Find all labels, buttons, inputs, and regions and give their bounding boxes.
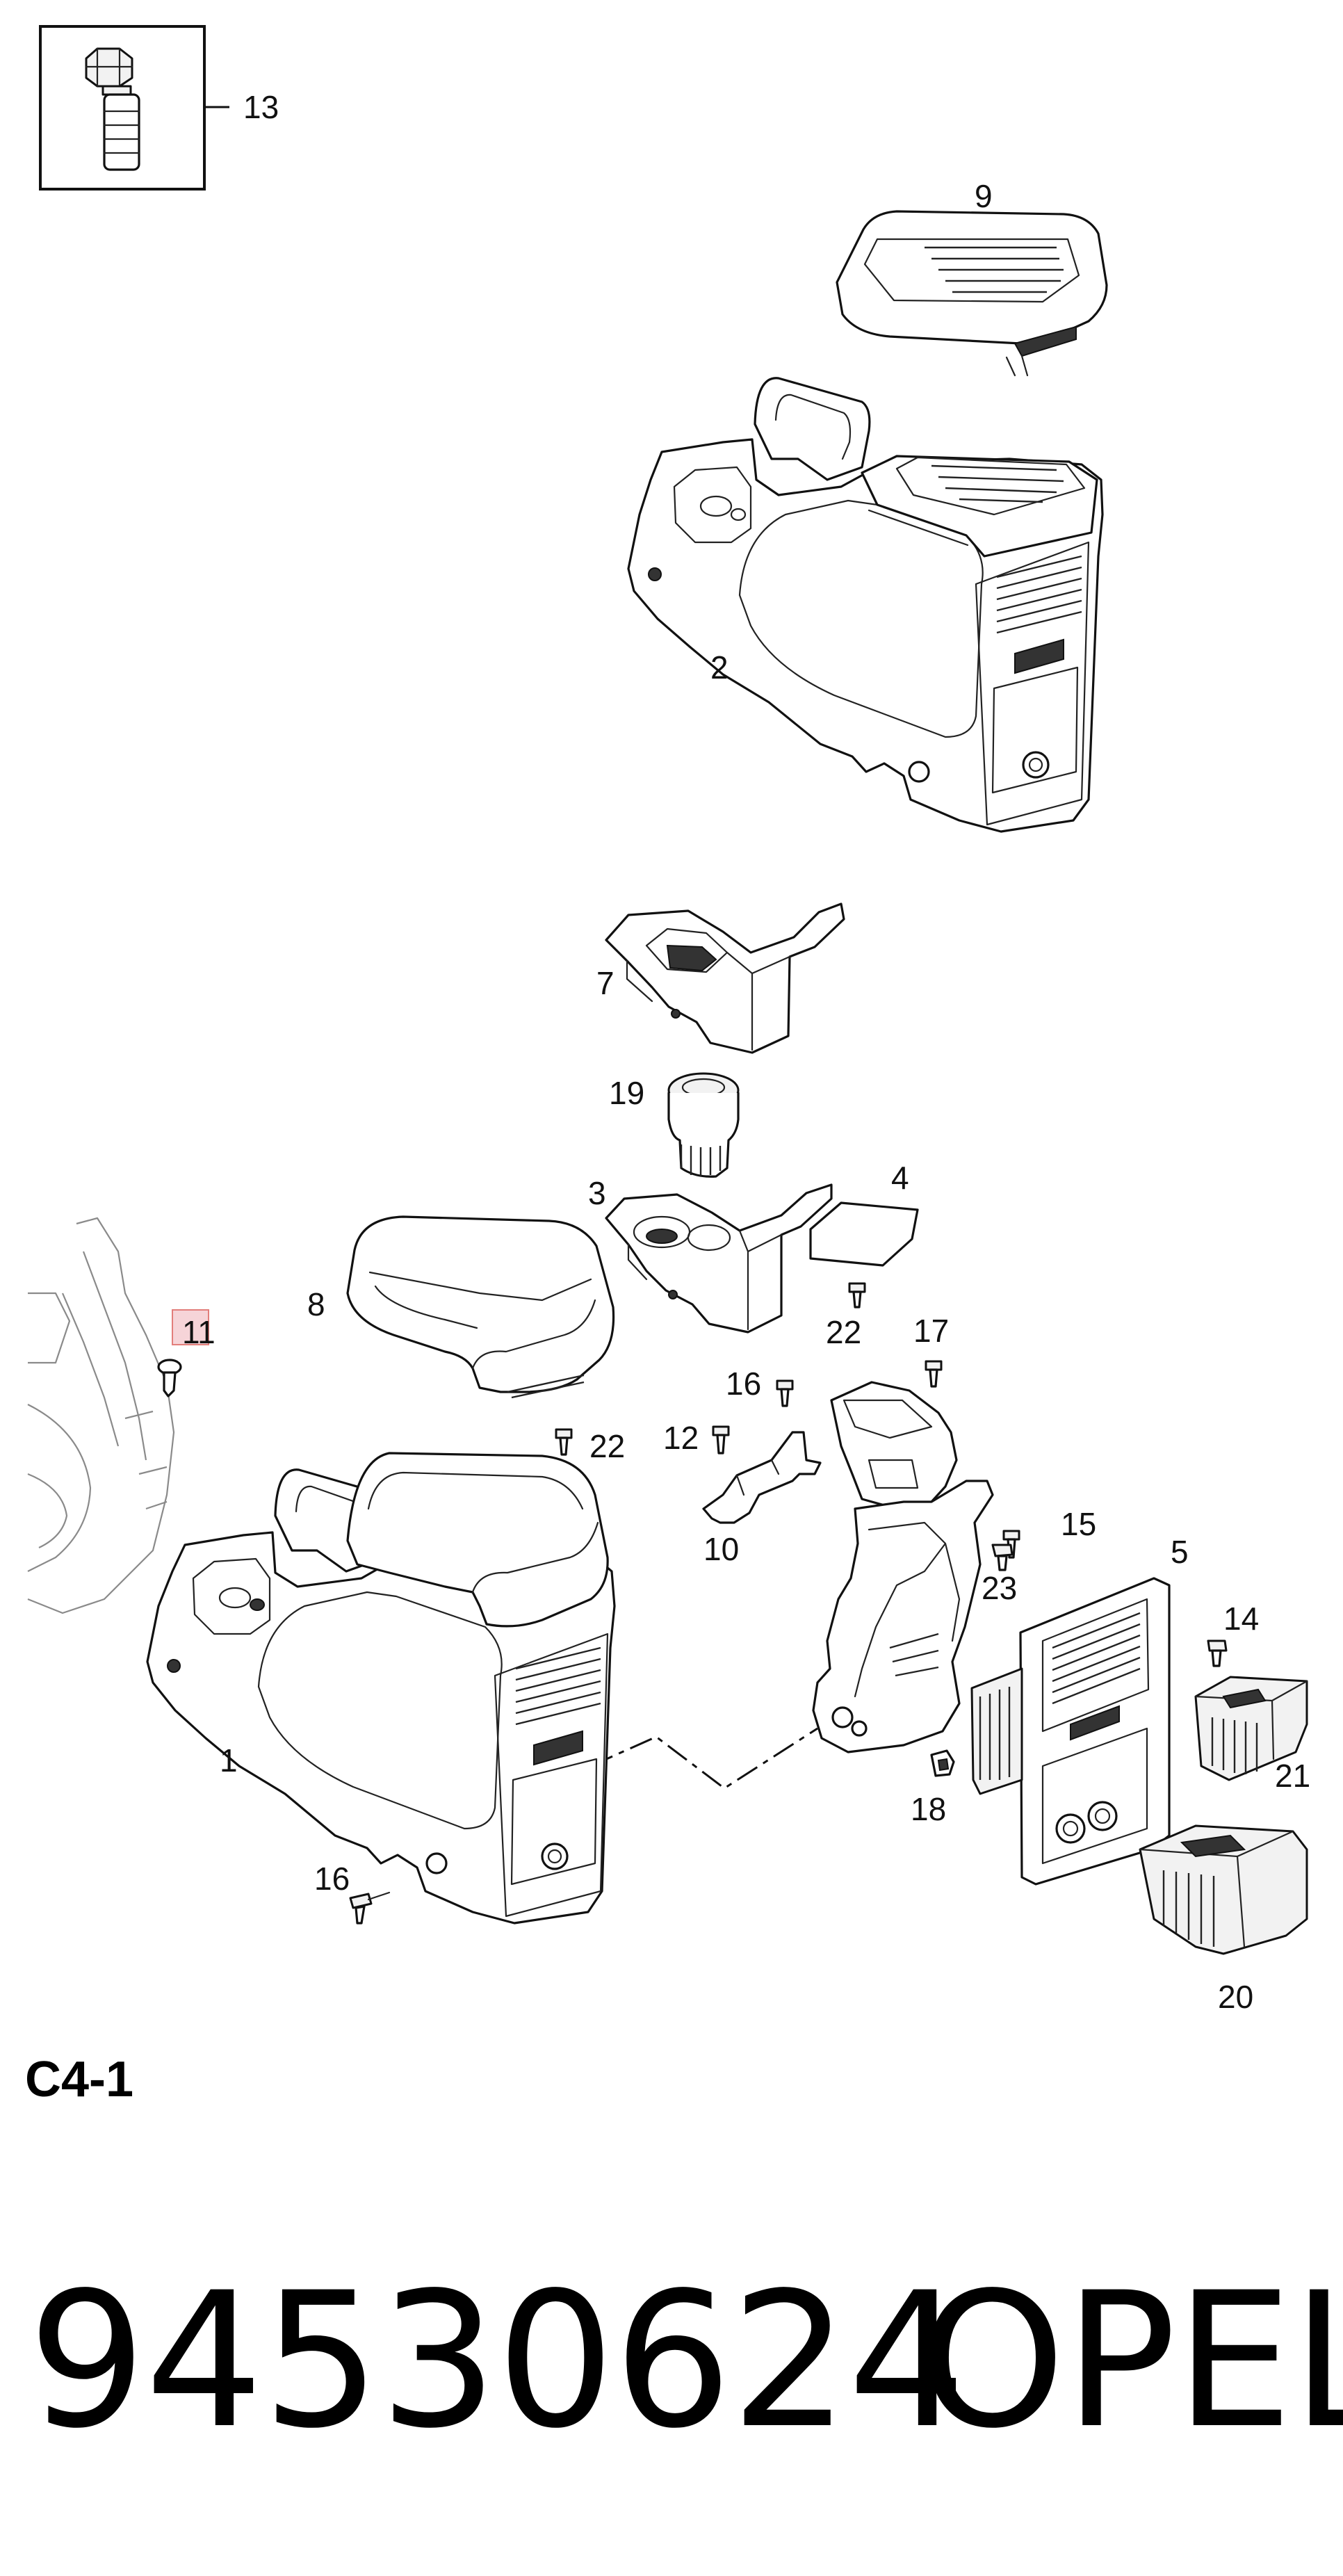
callout-5: 5 [1171, 1534, 1189, 1570]
callout-21: 21 [1275, 1758, 1310, 1794]
callout-14: 14 [1223, 1601, 1259, 1637]
callout-16-lower: 16 [314, 1861, 350, 1897]
console-assembly-1: 1 [146, 1452, 616, 1925]
screw-14: 14 [1207, 1601, 1259, 1667]
floor-panel-outline [27, 1217, 175, 1614]
support-frame [812, 1381, 994, 1753]
callout-23: 23 [982, 1570, 1017, 1606]
callout-3: 3 [588, 1175, 606, 1211]
vent-module [970, 1667, 1023, 1795]
brand-name: OPEL [919, 2253, 1343, 2470]
callout-12: 12 [663, 1420, 699, 1456]
screw-16-lower: 16 [314, 1861, 391, 1925]
clip-18: 18 [911, 1749, 955, 1827]
cupholder-tray-3: 3 [588, 1175, 833, 1334]
console-assembly-2: 2 [627, 377, 1104, 833]
screw-17: 17 [913, 1313, 949, 1388]
callout-10: 10 [703, 1531, 739, 1567]
callout-4: 4 [891, 1160, 909, 1196]
bracket-10: 10 [702, 1431, 822, 1567]
callout-19: 19 [609, 1075, 644, 1111]
callout-22-upper: 22 [826, 1314, 861, 1350]
callout-22-lower: 22 [589, 1428, 625, 1464]
callout-18: 18 [911, 1791, 946, 1827]
vent-unit-20: 20 [1139, 1824, 1308, 2015]
screw-12: 12 [663, 1420, 730, 1456]
callout-7: 7 [596, 965, 614, 1001]
callout-15: 15 [1061, 1506, 1096, 1542]
clip-11: 11 [157, 1309, 215, 1398]
screw-23: 23 [982, 1544, 1017, 1606]
screw-22-lower: 22 [555, 1428, 625, 1464]
section-code: C4-1 [25, 2052, 134, 2107]
rear-panel-5: 5 [1019, 1534, 1189, 1886]
storage-tray-7: 7 [596, 902, 845, 1054]
callout-11: 11 [182, 1314, 215, 1350]
callout-1: 1 [220, 1742, 238, 1779]
armrest-8: 8 [307, 1215, 615, 1399]
callout-16-upper: 16 [726, 1366, 761, 1402]
callout-2: 2 [710, 649, 729, 686]
screw-15: 15 [1002, 1506, 1096, 1559]
vent-unit-21: 21 [1194, 1676, 1310, 1794]
callout-9: 9 [975, 178, 993, 214]
screw-16-upper: 16 [726, 1366, 794, 1407]
assembly-leader-line [590, 1727, 818, 1790]
armrest-lid-9: 9 [836, 178, 1108, 377]
inset-bolt-13: 13 [39, 25, 279, 191]
mat-pad-4: 4 [809, 1160, 919, 1267]
cup-insert-19: 19 [609, 1072, 740, 1178]
screw-22-upper: 22 [826, 1282, 866, 1350]
callout-13: 13 [243, 89, 279, 125]
highlight-marker [172, 1309, 209, 1345]
callout-20: 20 [1218, 1979, 1253, 2015]
part-number: 94530624 [28, 2253, 966, 2470]
callout-8: 8 [307, 1286, 325, 1322]
callout-17: 17 [913, 1313, 949, 1349]
